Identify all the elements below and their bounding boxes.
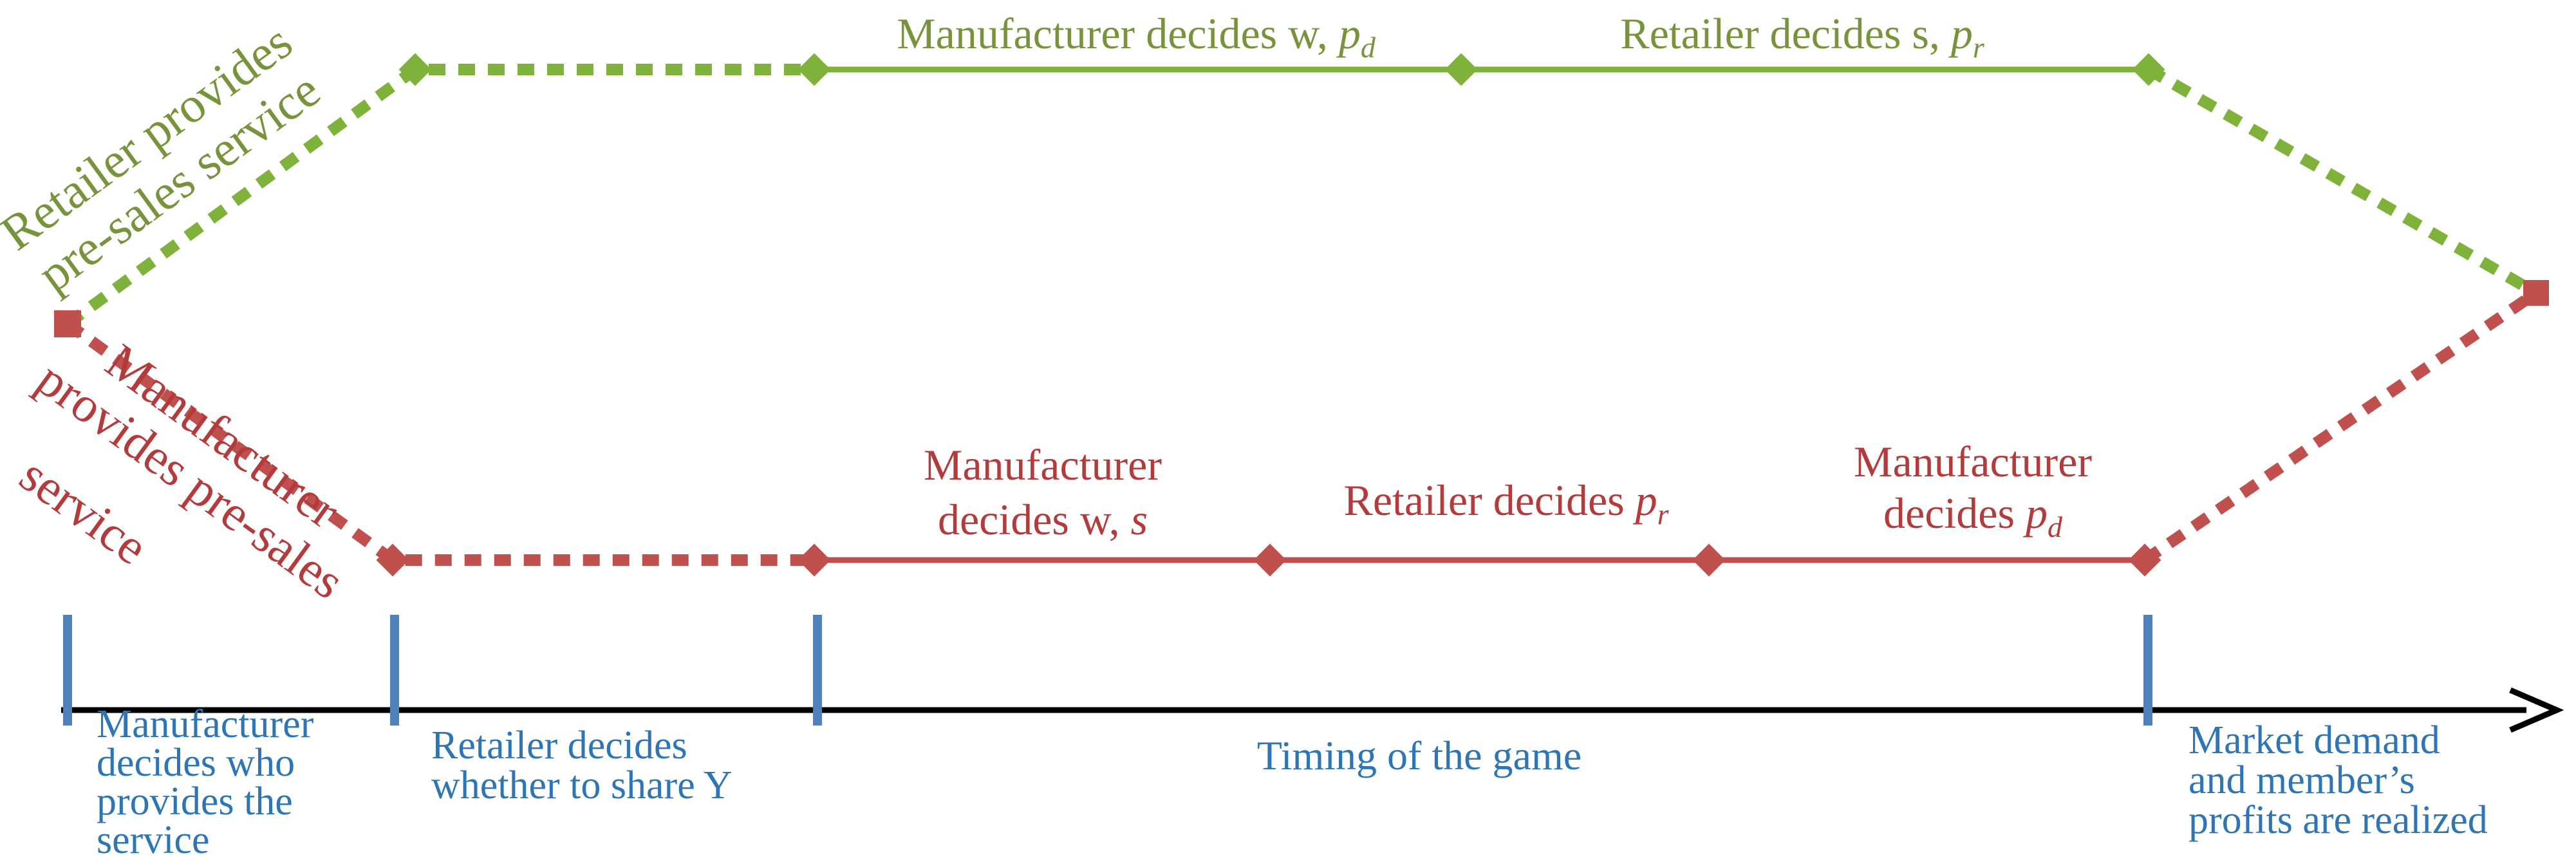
stage-2-text-line1: Retailer decides [431,724,687,767]
manufacturer-stage-3-line1: Manufacturer [1854,437,2092,486]
manufacturer-stage-1-line2: decides w, s [938,495,1148,544]
stage-4-text-line3: profits are realized [2189,798,2488,842]
manufacturer-node-4 [1692,543,1726,577]
manufacturer-node-3 [1253,543,1287,577]
manufacturer-stage-1-var-s: s [1131,495,1148,544]
retailer-stage-1-label: Manufacturer decides w, pd [897,9,1376,64]
manufacturer-branch-dotted-right [2141,288,2540,565]
stage-tick-4 [2143,615,2152,726]
retailer-node-1 [398,53,432,86]
root-node [54,310,81,337]
stage-1-text-line3: provides the [97,780,293,823]
manufacturer-branch-label: Manufacturer provides pre-sales [27,333,354,610]
manufacturer-stage-1-line1: Manufacturer [924,440,1162,489]
retailer-stage-1-var-w: w [1288,9,1320,58]
retailer-stage-2-label: Retailer decides s, pr [1620,9,1985,64]
retailer-stage-1-sep: , [1317,9,1339,58]
stage-1-text-line1: Manufacturer [97,702,314,746]
stage-2-text-line2: whether to share Y [431,764,733,807]
retailer-service-branch [64,53,2539,329]
manufacturer-node-2 [798,543,831,577]
time-axis-arrowhead [2509,687,2564,733]
retailer-stage-2-var-s: s [1912,9,1928,58]
manufacturer-stage-2-var-p: p [1633,476,1657,525]
retailer-stage-2-sub-r: r [1973,31,1985,64]
axis-label-timing: Timing of the game [1257,733,1582,778]
manufacturer-stage-1-prefix: decides [938,495,1080,544]
manufacturer-stage-2-label: Retailer decides pr [1343,476,1669,530]
retailer-branch-dotted-right [2145,64,2539,298]
manufacturer-stage-3-var-p: p [2023,489,2048,538]
retailer-stage-1-prefix: Manufacturer decides [897,9,1288,58]
manufacturer-stage-1-sep: , [1109,495,1131,544]
manufacturer-stage-3-line2: decides pd [1883,489,2063,543]
retailer-stage-1-var-p: p [1336,9,1361,58]
stage-tick-3 [813,615,822,726]
manufacturer-stage-3-prefix: decides [1883,489,2026,538]
end-node [2523,280,2549,306]
retailer-stage-2-var-p: p [1948,9,1973,58]
retailer-node-3 [1444,53,1478,86]
stage-1-text-line4: service [97,818,210,862]
manufacturer-service-branch [64,288,2540,577]
retailer-node-2 [798,53,831,86]
retailer-stage-2-sep: , [1929,9,1951,58]
stage-4-text-line2: and member’s [2189,758,2415,802]
stage-1-text-line2: decides who [97,741,295,785]
manufacturer-stage-2-sub-r: r [1657,498,1670,530]
manufacturer-stage-1-var-w: w [1080,495,1112,544]
retailer-stage-2-prefix: Retailer decides [1620,9,1912,58]
retailer-stage-1-sub-d: d [1361,31,1376,64]
manufacturer-stage-2-prefix: Retailer decides [1343,476,1635,525]
stage-4-text-line1: Market demand [2189,718,2440,762]
manufacturer-node-1 [376,543,409,577]
manufacturer-stage-3-sub-d: d [2048,511,2063,543]
stage-tick-2 [390,615,399,726]
manufacturer-branch-dotted-left [64,319,814,566]
stage-tick-1 [63,615,72,726]
